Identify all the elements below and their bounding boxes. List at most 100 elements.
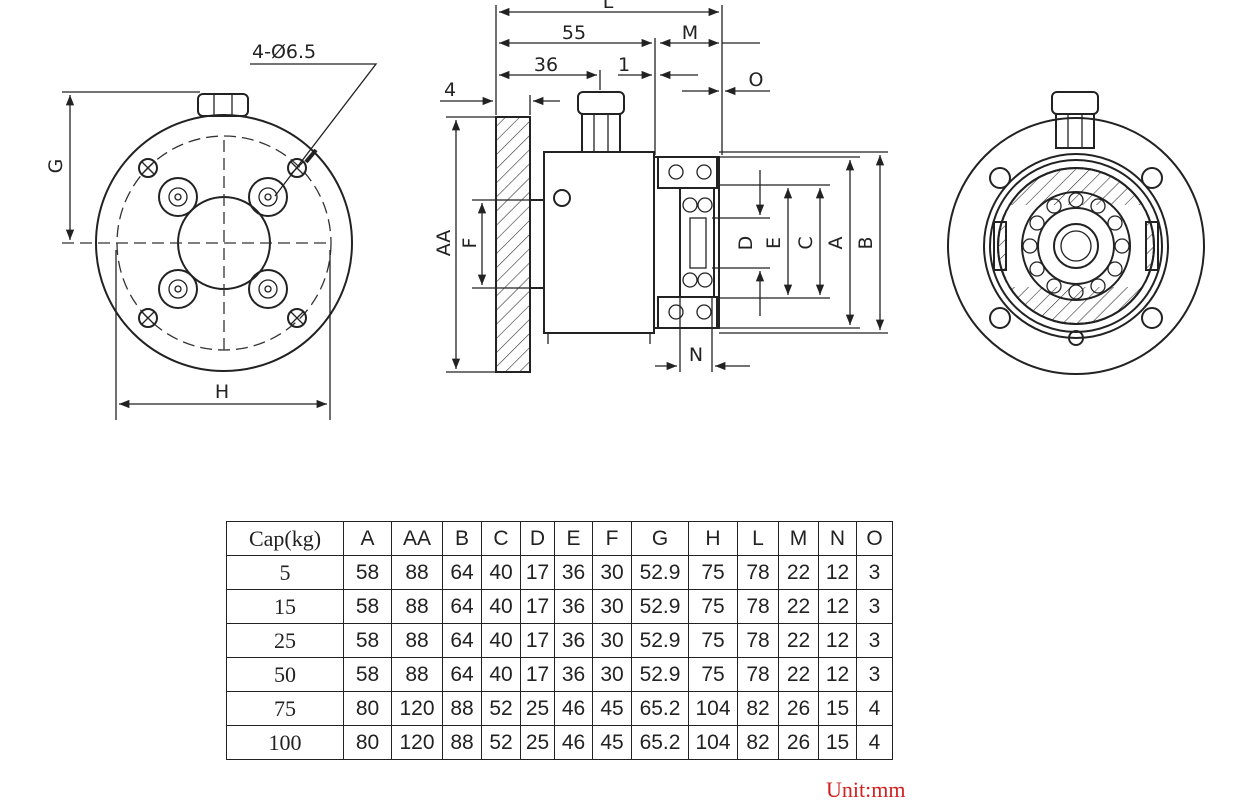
table-cell: 40 (481, 589, 521, 624)
table-cell: 75 (688, 589, 738, 624)
table-cell: 82 (737, 691, 779, 726)
table-cell: 30 (592, 589, 632, 624)
table-cell: 78 (737, 555, 779, 590)
table-cell: 64 (442, 623, 482, 658)
table-cell: 3 (856, 555, 893, 590)
table-cell: 30 (592, 623, 632, 658)
table-cell: 104 (688, 725, 738, 760)
table-cell: 30 (592, 657, 632, 692)
table-cell: 15 (818, 691, 857, 726)
table-cell: 36 (554, 657, 593, 692)
dim-1-label: 1 (618, 54, 630, 76)
table-cell: 25 (520, 725, 555, 760)
table-cell: 75 (688, 555, 738, 590)
header-l: L (737, 521, 779, 556)
bolt-holes (158, 177, 288, 309)
table-cell: 64 (442, 589, 482, 624)
table-cell: 17 (520, 589, 555, 624)
table-cell: 64 (442, 555, 482, 590)
table-cell: 22 (778, 589, 819, 624)
table-cell: 3 (856, 657, 893, 692)
table-cell: 26 (778, 725, 819, 760)
table-cell: 65.2 (631, 725, 689, 760)
dim-m-label: M (682, 22, 698, 44)
table-cell: 52.9 (631, 657, 689, 692)
header-o: O (856, 521, 893, 556)
table-cell: 58 (343, 657, 392, 692)
table-cell: 36 (554, 623, 593, 658)
table-cell: 22 (778, 623, 819, 658)
table-cell: 80 (343, 691, 392, 726)
table-cell: 75 (226, 691, 344, 726)
header-h: H (688, 521, 738, 556)
table-cell: 15 (226, 589, 344, 624)
table-cell: 52 (481, 725, 521, 760)
table-cell: 3 (856, 589, 893, 624)
table-cell: 88 (391, 657, 443, 692)
technical-drawing: G H 4-Ø6.5 (45, 0, 1205, 420)
table-cell: 65.2 (631, 691, 689, 726)
dim-g-label: G (45, 159, 67, 174)
table-cell: 4 (856, 725, 893, 760)
header-n: N (818, 521, 857, 556)
table-cell: 15 (818, 725, 857, 760)
table-cell: 80 (343, 725, 392, 760)
dim-4-label: 4 (444, 79, 456, 101)
table-cell: 12 (818, 623, 857, 658)
front-view: G H 4-Ø6.5 (45, 41, 378, 420)
side-view: L 55 M 36 1 O 4 AA F D (433, 0, 888, 373)
table-cell: 120 (391, 691, 443, 726)
header-d: D (520, 521, 555, 556)
table-cell: 46 (554, 691, 593, 726)
dim-h-label: H (215, 381, 229, 403)
table-cell: 120 (391, 725, 443, 760)
table-cell: 40 (481, 657, 521, 692)
unit-label: Unit:mm (826, 777, 906, 802)
table-cell: 45 (592, 725, 632, 760)
table-cell: 4 (856, 691, 893, 726)
table-cell: 26 (778, 691, 819, 726)
table-cell: 40 (481, 623, 521, 658)
header-cap: Cap(kg) (226, 521, 344, 556)
dim-f-label: F (459, 238, 481, 249)
table-cell: 64 (442, 657, 482, 692)
table-cell: 22 (778, 555, 819, 590)
dim-d-label: D (735, 236, 757, 251)
table-cell: 88 (391, 623, 443, 658)
table-cell: 22 (778, 657, 819, 692)
table-cell: 78 (737, 589, 779, 624)
dim-l-label: L (603, 0, 614, 13)
table-cell: 52 (481, 691, 521, 726)
header-b: B (442, 521, 482, 556)
table-cell: 78 (737, 657, 779, 692)
header-m: M (778, 521, 819, 556)
table-cell: 88 (391, 555, 443, 590)
dim-55-label: 55 (562, 22, 586, 44)
table-cell: 88 (442, 691, 482, 726)
header-e: E (554, 521, 593, 556)
dim-a-label: A (825, 237, 847, 250)
header-g: G (631, 521, 689, 556)
table-header-row: Cap(kg) A AA B C D E F G H L M N O (226, 521, 893, 556)
dim-36-label: 36 (534, 54, 558, 76)
table-cell: 52.9 (631, 623, 689, 658)
table-cell: 46 (554, 725, 593, 760)
header-f: F (592, 521, 632, 556)
dim-o-label: O (749, 69, 764, 91)
table-cell: 58 (343, 623, 392, 658)
table-cell: 17 (520, 623, 555, 658)
table-cell: 75 (688, 623, 738, 658)
mounting-holes (138, 158, 307, 328)
dim-n-label: N (689, 344, 703, 366)
table-cell: 25 (520, 691, 555, 726)
table-cell: 58 (343, 555, 392, 590)
table-cell: 12 (818, 657, 857, 692)
header-c: C (481, 521, 521, 556)
header-aa: AA (391, 521, 443, 556)
